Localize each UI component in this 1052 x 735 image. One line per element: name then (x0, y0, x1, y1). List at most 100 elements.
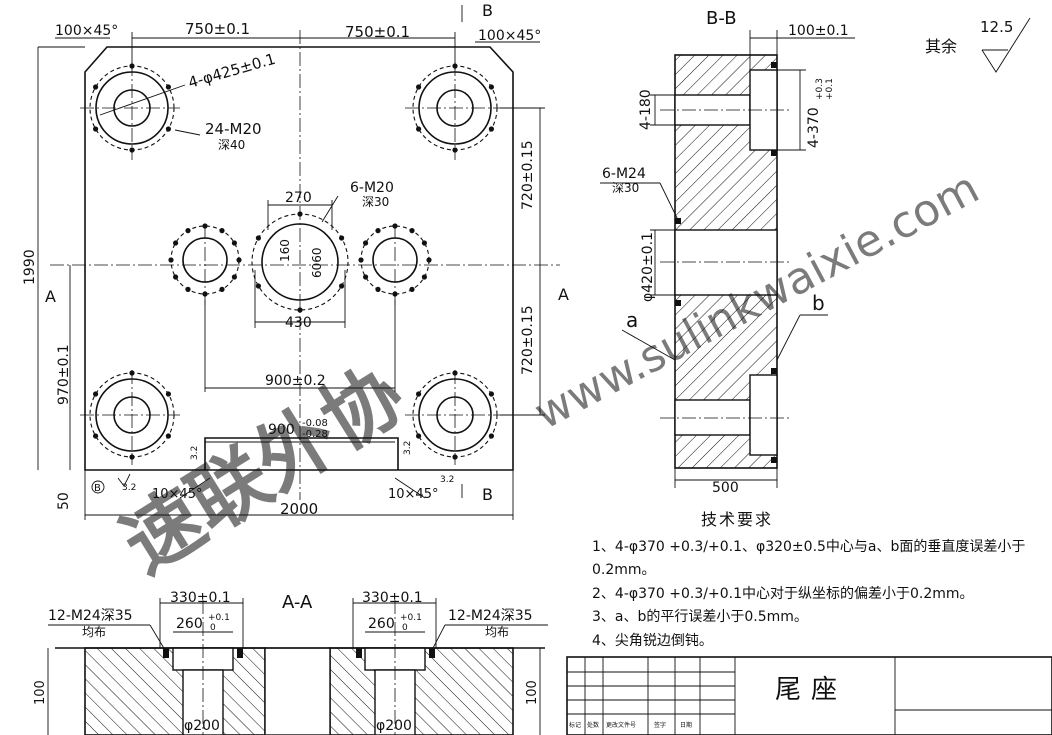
bolt-hole-dot (185, 228, 191, 234)
section-bb-dim-phi420: φ420±0.1 (640, 232, 656, 302)
section-aa-phi200-left: φ200 (184, 718, 220, 734)
bolt-hole-dot (255, 235, 261, 241)
bolt-hole-dot (452, 370, 458, 376)
roughness-symbol-1 (117, 473, 131, 487)
section-aa-dim-100-right: 100 (525, 680, 540, 705)
dim-900-slot-tol-lower: -0.28 (302, 429, 328, 440)
depth-40-label: 深40 (218, 138, 245, 152)
bolt-hole-dot (129, 147, 135, 153)
tech-item: 4、尖角锐边倒钝。 (592, 632, 713, 649)
section-aa-phi200-right: φ200 (376, 718, 412, 734)
bolt-hole-dot (129, 454, 135, 460)
bolt-hole-dot (375, 228, 381, 234)
bolt-hole-dot (165, 433, 171, 439)
tech-item: 2、4-φ370 +0.3/+0.1中心对于纵坐标的偏差小于0.2mm。 (592, 585, 974, 602)
section-aa-even-right: 均布 (485, 625, 509, 639)
bolt-hole-dot (392, 223, 398, 229)
dimension-lines (37, 5, 545, 520)
dim-750-left: 750±0.1 (185, 20, 250, 38)
bolt-hole-dot (297, 211, 303, 217)
section-bb-dim-100: 100±0.1 (788, 23, 849, 39)
bolt-hole-dot (93, 433, 99, 439)
bolt-hole-dot (421, 240, 427, 246)
section-bb-dim-4-370-tol-lower: +0.1 (825, 78, 835, 100)
bolt-hole-dot (202, 223, 208, 229)
bolt-hole-dot (358, 257, 364, 263)
section-aa-dim-260-left-tol-upper: +0.1 (208, 613, 230, 623)
bolt-hole-dot (231, 274, 237, 280)
bolt-hole-dot (421, 274, 427, 280)
roughness-note: 其余 12.5 (925, 17, 1031, 73)
section-aa-dim-330-right: 330±0.1 (362, 590, 423, 606)
title-block-part-name: 尾座 (775, 675, 847, 705)
section-aa-even-left: 均布 (82, 625, 106, 639)
roughness-note-symbol (981, 17, 1031, 73)
bolt-hole-dot (416, 433, 422, 439)
bolt-hole-dot (416, 391, 422, 397)
bolt-hole-dot (93, 84, 99, 90)
bolt-hole-dot (363, 274, 369, 280)
bolt-hole-dot (202, 291, 208, 297)
section-bb-title: B-B (706, 8, 737, 29)
title-block-header-4: 日期 (680, 721, 692, 729)
bolt-hole-dot (231, 240, 237, 246)
bolt-hole-dot (165, 84, 171, 90)
bolt-hole-dot (488, 433, 494, 439)
bolt-hole-dot (452, 147, 458, 153)
bolt-hole-dot (129, 370, 135, 376)
bolt-hole-dot (219, 286, 225, 292)
tech-requirements: 技术要求 1、4-φ370 +0.3/+0.1、φ320±0.5中心与a、b面的… (592, 508, 1052, 653)
bolt-hole-dot (375, 286, 381, 292)
section-bb-thread-6m24: 6-M24 (602, 166, 646, 182)
bolt-hole-dot (297, 307, 303, 313)
section-bb: B-B (600, 8, 855, 496)
bolt-hole-dot (219, 228, 225, 234)
title-block-header-2: 更改文件号 (606, 721, 636, 729)
bolt-hole-dot (488, 84, 494, 90)
section-aa-thread-marks (163, 648, 435, 658)
section-aa-body-left (84, 647, 266, 735)
dim-270: 270 (285, 190, 312, 206)
roughness-32-b: 3.2 (190, 446, 200, 460)
section-b-marker-bottom: B (482, 485, 493, 504)
bolt-hole-dot (255, 283, 261, 289)
chamfer-left-label: 100×45° (55, 23, 118, 39)
chamfer-right-label: 100×45° (478, 28, 541, 44)
tech-item: 1、4-φ370 +0.3/+0.1、φ320±0.5中心与a、b面的垂直度误差… (592, 538, 1026, 555)
section-aa-thread-left: 12-M24深35 (48, 608, 133, 624)
section-a-marker-right: A (558, 285, 569, 304)
section-b-marker-top: B (482, 1, 493, 20)
bolt-hole-dot (416, 126, 422, 132)
datum-b-circle (91, 480, 105, 494)
thread-24m20-label: 24-M20 (205, 120, 262, 138)
section-bb-label-a: a (626, 308, 638, 332)
section-aa-dim-260-right-tol-upper: +0.1 (400, 613, 422, 623)
dim-6060: 6060 (310, 247, 324, 278)
title-block-header-3: 签字 (654, 721, 666, 729)
bolt-hole-dot (173, 240, 179, 246)
dim-720-top: 720±0.15 (520, 140, 536, 210)
title-block-header-0: 标记 (569, 721, 581, 729)
bolt-hole-dot (165, 126, 171, 132)
section-bb-dim-4-370: 4-370 (806, 107, 822, 148)
roughness-note-value: 12.5 (980, 18, 1013, 36)
depth-30-label: 深30 (362, 195, 389, 209)
bolt-hole-dot (363, 240, 369, 246)
dim-720-bottom: 720±0.15 (520, 305, 536, 375)
section-bb-depth-30: 深30 (612, 181, 639, 195)
bolt-hole-dots (93, 63, 494, 460)
section-aa-title: A-A (282, 592, 313, 613)
section-aa: A-A 330±0.1 330±0.1 260 + (33, 590, 548, 735)
bolt-hole-dot (168, 257, 174, 263)
bolt-hole-dot (173, 274, 179, 280)
title-block-header-1: 处数 (587, 721, 599, 729)
dim-900-slot-tol-upper: -0.08 (302, 418, 328, 429)
bolt-hole-dot (488, 126, 494, 132)
roughness-note-label: 其余 (925, 37, 957, 56)
dim-160: 160 (278, 239, 292, 262)
roughness-32-a: 3.2 (122, 483, 136, 493)
section-aa-dim-330-left: 330±0.1 (170, 590, 231, 606)
bolt-hole-dot (236, 257, 242, 263)
dim-50: 50 (56, 492, 72, 510)
